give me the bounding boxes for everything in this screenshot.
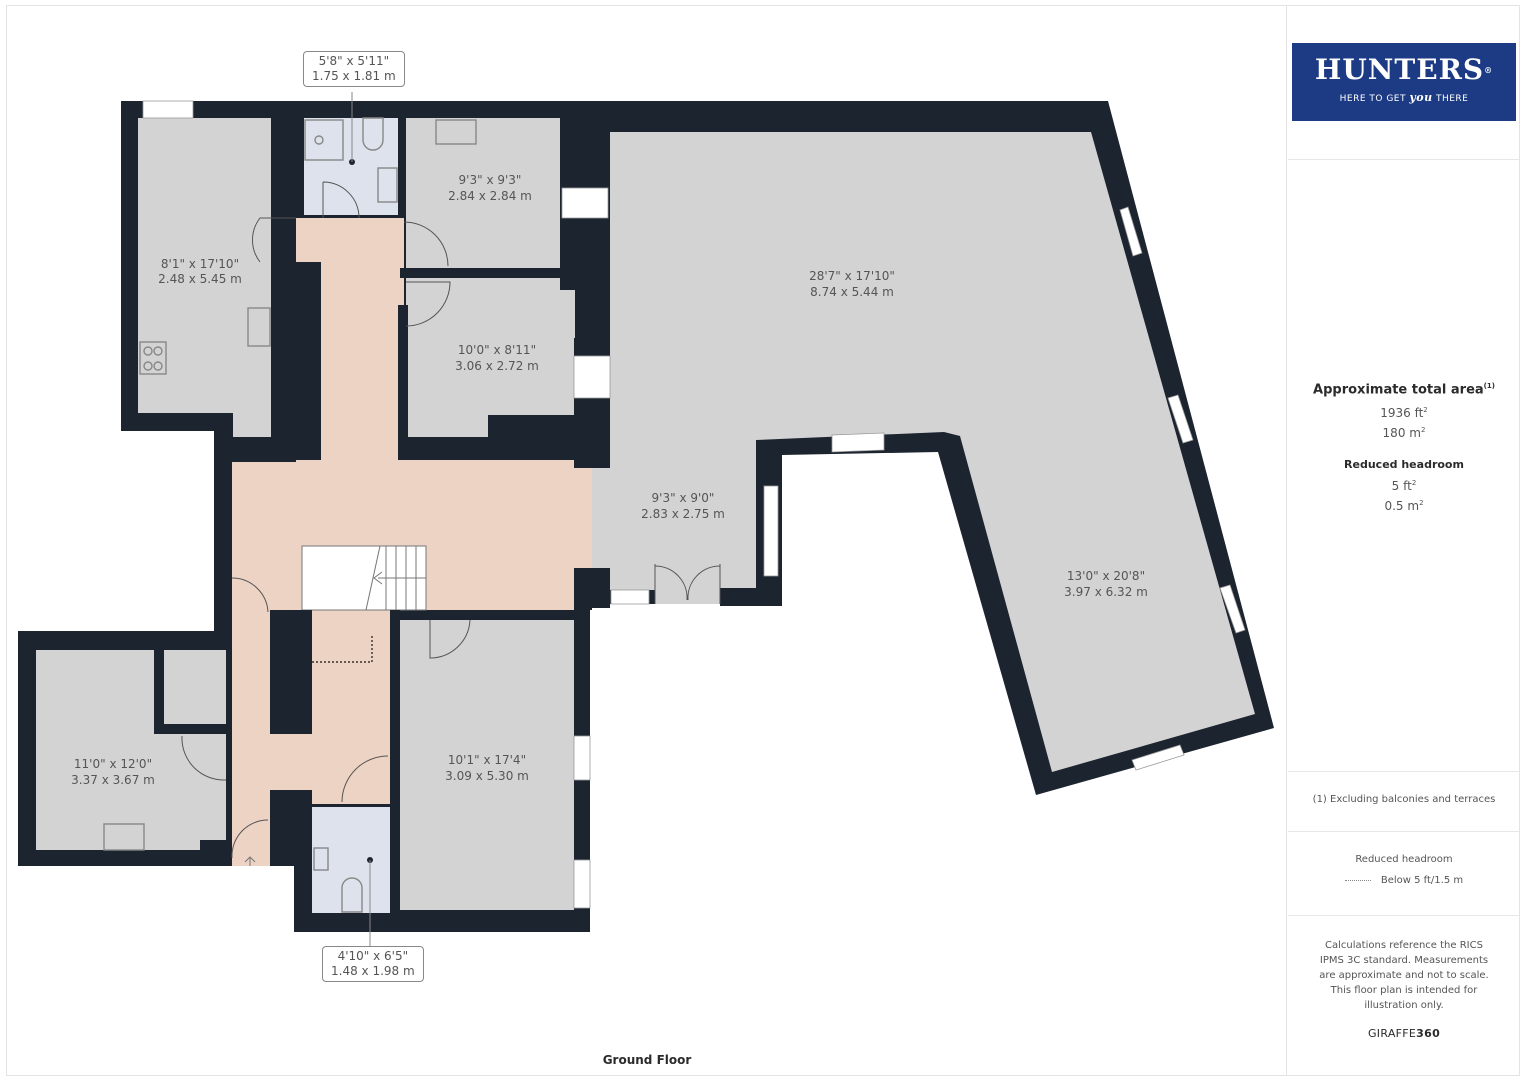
reduced-headroom-title: Reduced headroom [1344, 458, 1464, 472]
bedroom-left-floor [36, 650, 226, 850]
toilet-icon [362, 117, 384, 151]
disclaimer: Calculations reference the RICS IPMS 3C … [1319, 940, 1489, 1011]
stairs [244, 545, 426, 866]
page-frame [6, 5, 1520, 1076]
footnote: (1) Excluding balconies and terraces [1312, 794, 1496, 805]
svg-text:10'1" x 17'4": 10'1" x 17'4" [448, 753, 526, 767]
svg-text:2.48 x 5.45 m: 2.48 x 5.45 m [158, 272, 242, 286]
wc-dimension-callout: 4'10" x 6'5" 1.48 x 1.98 m [322, 946, 424, 982]
svg-text:3.97 x 6.32 m: 3.97 x 6.32 m [1064, 585, 1148, 599]
logo-tagline: HERE TO GET you THERE [1339, 91, 1469, 104]
floor-label: Ground Floor [602, 1053, 692, 1067]
reduced-area-ft: 5 ft2 [1391, 479, 1417, 494]
wc-basin-icon [313, 847, 329, 871]
svg-text:9'3" x 9'3": 9'3" x 9'3" [459, 173, 522, 187]
reduced-area-m: 0.5 m2 [1384, 499, 1424, 514]
room-floors [36, 118, 1255, 913]
logo-name: HUNTERS [1314, 53, 1485, 86]
living-floor [592, 132, 1255, 772]
svg-text:8'1" x 17'10": 8'1" x 17'10" [161, 257, 239, 271]
wc-toilet-icon [341, 877, 363, 913]
svg-text:8.74 x 5.44 m: 8.74 x 5.44 m [810, 285, 894, 299]
svg-text:28'7" x 17'10": 28'7" x 17'10" [809, 269, 895, 283]
radiator-icon [435, 119, 477, 145]
svg-text:9'3" x 9'0": 9'3" x 9'0" [652, 491, 715, 505]
sink-icon [247, 307, 271, 347]
closet-floor [164, 650, 226, 724]
fixtures [103, 117, 477, 913]
svg-text:10'0" x 8'11": 10'0" x 8'11" [458, 343, 536, 357]
footnote-section: (1) Excluding balconies and terraces [1288, 772, 1520, 832]
area-section: Approximate total area(1) 1936 ft2 180 m… [1288, 160, 1520, 772]
callout-metric: 1.48 x 1.98 m [331, 964, 415, 978]
entrance-arrow-icon [244, 856, 256, 866]
registered-mark: ® [1484, 65, 1494, 75]
wc-floor [312, 807, 390, 913]
svg-text:11'0" x 12'0": 11'0" x 12'0" [74, 757, 152, 771]
svg-text:3.09 x 5.30 m: 3.09 x 5.30 m [445, 769, 529, 783]
legend-title: Reduced headroom [1355, 854, 1453, 865]
basin-icon [377, 167, 398, 203]
reduced-headroom-outline [312, 636, 373, 663]
giraffe360-brand: GIRAFFE360 [1367, 1027, 1441, 1040]
total-area-m: 180 m2 [1382, 426, 1426, 441]
shower-room-floor [304, 118, 398, 215]
shower-room-dimension-callout: 5'8" x 5'11" 1.75 x 1.81 m [303, 51, 405, 87]
svg-text:13'0" x 20'8": 13'0" x 20'8" [1067, 569, 1145, 583]
area-title: Approximate total area(1) [1313, 382, 1495, 398]
hob-icon [139, 341, 167, 375]
callout-metric: 1.75 x 1.81 m [312, 69, 396, 83]
sidebar: HUNTERS® HERE TO GET you THERE Approxima… [1288, 6, 1520, 1075]
room-middle-floor [406, 278, 575, 437]
bedroom-bottom-floor [400, 620, 574, 910]
kitchen-floor [138, 118, 271, 437]
radiator-icon-2 [103, 823, 145, 851]
svg-text:3.06 x 2.72 m: 3.06 x 2.72 m [455, 359, 539, 373]
disclaimer-section: Calculations reference the RICS IPMS 3C … [1288, 916, 1520, 1075]
doors [181, 181, 721, 859]
hall-pocket [312, 636, 390, 804]
dotted-line-icon [1344, 879, 1371, 881]
logo-section: HUNTERS® HERE TO GET you THERE [1288, 6, 1520, 160]
svg-text:2.83 x 2.75 m: 2.83 x 2.75 m [641, 507, 725, 521]
callout-imperial: 5'8" x 5'11" [318, 54, 390, 68]
room-labels: 8'1" x 17'10" 2.48 x 5.45 m 9'3" x 9'3" … [71, 173, 1148, 787]
hunters-logo: HUNTERS® HERE TO GET you THERE [1292, 43, 1516, 121]
callout-imperial: 4'10" x 6'5" [337, 949, 409, 963]
legend-item: Below 5 ft/1.5 m [1288, 875, 1520, 886]
legend-section: Reduced headroom Below 5 ft/1.5 m [1288, 832, 1520, 916]
shower-tray-icon [304, 119, 344, 161]
bedroom-top-floor [406, 118, 560, 268]
windows [142, 100, 1246, 909]
floor-plan-area: 8'1" x 17'10" 2.48 x 5.45 m 9'3" x 9'3" … [7, 6, 1287, 1075]
svg-text:2.84 x 2.84 m: 2.84 x 2.84 m [448, 189, 532, 203]
floor-plan-drawing: 8'1" x 17'10" 2.48 x 5.45 m 9'3" x 9'3" … [18, 92, 1274, 946]
svg-text:3.37 x 3.67 m: 3.37 x 3.67 m [71, 773, 155, 787]
total-area-ft: 1936 ft2 [1380, 406, 1428, 421]
